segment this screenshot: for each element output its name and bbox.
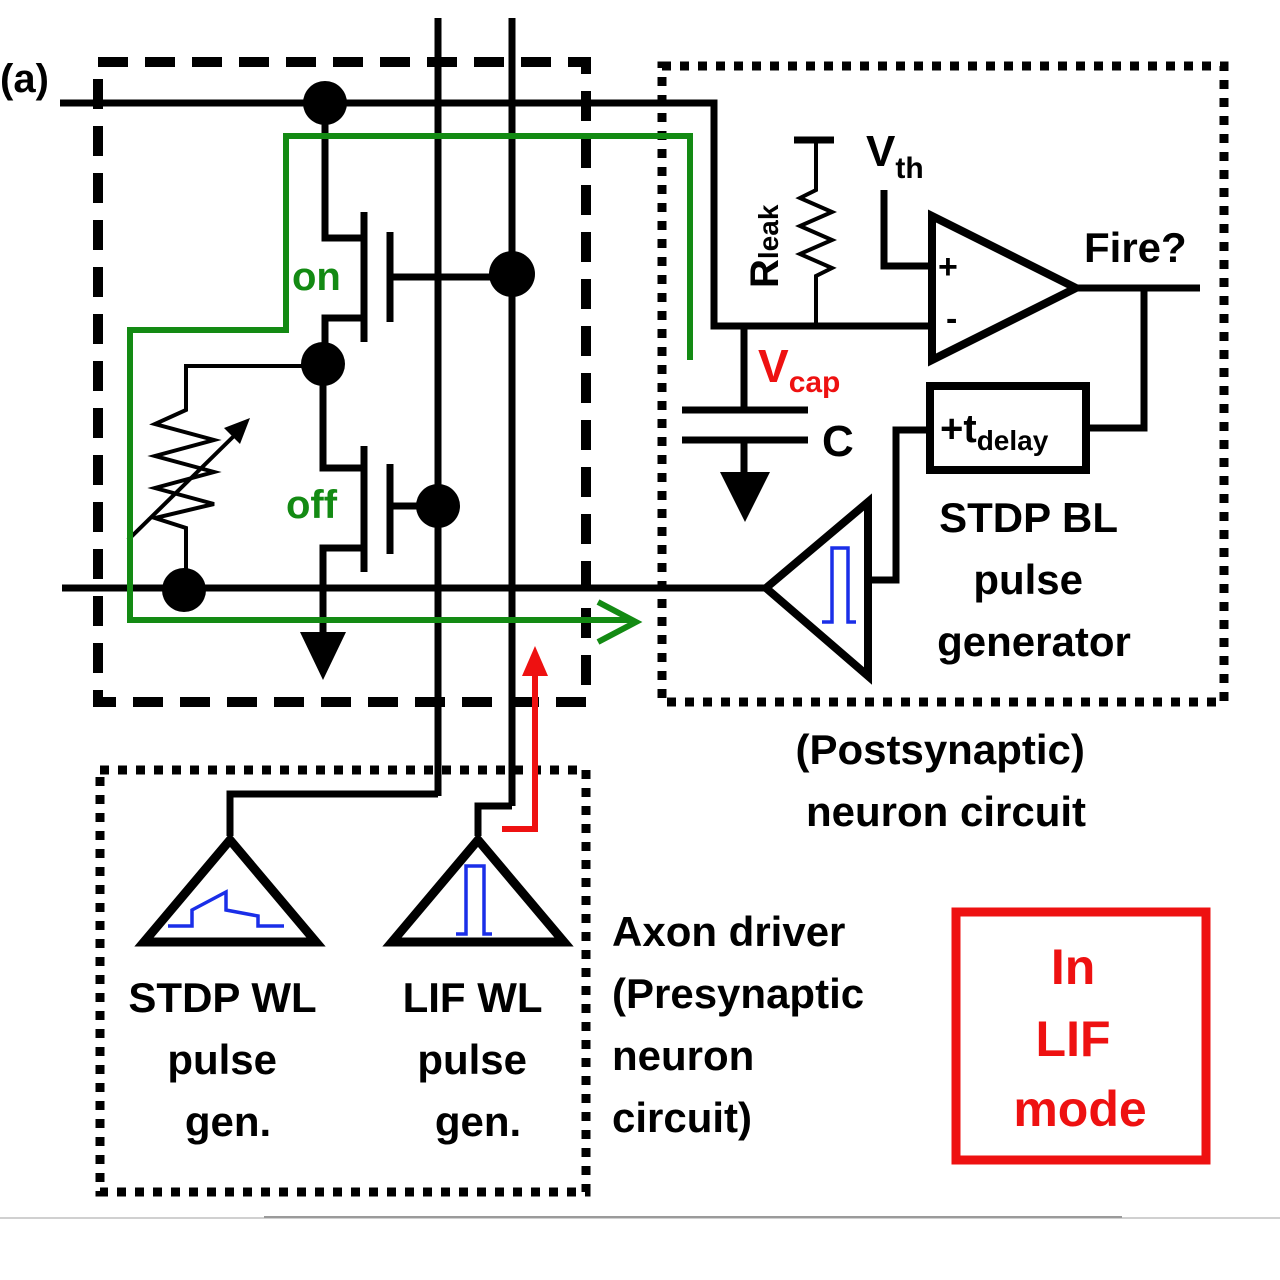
stdp-wl-pulse-generator bbox=[134, 833, 326, 947]
junction-dot bbox=[162, 568, 206, 612]
variable-resistor bbox=[126, 364, 323, 588]
off-transistor bbox=[300, 364, 438, 680]
lif-signal-path bbox=[502, 670, 538, 832]
leak-resistor bbox=[794, 136, 837, 326]
lif-pulse-shape-icon bbox=[456, 864, 492, 936]
v-th-label: Vth bbox=[866, 127, 924, 185]
axon-driver-box bbox=[95, 765, 591, 1197]
panel-label: (a) bbox=[0, 57, 49, 101]
on-label: on bbox=[292, 255, 341, 299]
delay-to-bl-wire bbox=[872, 426, 930, 584]
v-cap-label: Vcap bbox=[758, 340, 840, 399]
off-label: off bbox=[286, 483, 338, 527]
stdp-bl-pulse-generator bbox=[759, 493, 872, 685]
postsynaptic-neuron-box bbox=[657, 61, 1229, 707]
mode-box bbox=[951, 907, 1211, 1165]
lif-wl-pulse-generator bbox=[382, 833, 574, 947]
mode-label: In LIF mode bbox=[1013, 939, 1146, 1137]
stdp-bl-label: STDP BL pulse generator bbox=[937, 494, 1131, 665]
capacitor-ground-icon bbox=[720, 472, 770, 522]
feedback-wire bbox=[1090, 288, 1148, 432]
comparator-plus: + bbox=[938, 248, 958, 286]
capacitor bbox=[682, 326, 808, 522]
postsynaptic-caption: (Postsynaptic) neuron circuit bbox=[795, 726, 1096, 835]
delay-block bbox=[926, 382, 1090, 474]
capacitor-label: C bbox=[822, 417, 854, 466]
variable-arrow-icon bbox=[224, 418, 250, 444]
delay-label: +tdelay bbox=[940, 407, 1049, 456]
lif-wl-wire bbox=[474, 802, 512, 836]
lif-signal-arrow-icon bbox=[522, 646, 548, 676]
current-arrow-icon bbox=[596, 599, 643, 645]
vth-wire bbox=[880, 190, 934, 270]
current-path bbox=[127, 133, 693, 623]
stdp-wl-wire bbox=[226, 790, 438, 836]
axon-driver-caption: Axon driver (Presynaptic neuron circuit) bbox=[612, 908, 876, 1141]
comparator-minus: - bbox=[946, 300, 957, 338]
stdp-pulse-shape-icon bbox=[168, 889, 284, 928]
r-leak-label: Rleak bbox=[743, 204, 787, 288]
ground-arrow-icon bbox=[300, 632, 346, 680]
synapse-cell-box bbox=[93, 57, 591, 707]
stdp-wl-label: STDP WL pulse gen. bbox=[128, 974, 327, 1145]
lif-wl-label: LIF WL pulse gen. bbox=[403, 974, 554, 1145]
on-transistor bbox=[321, 103, 512, 364]
top-bit-line bbox=[60, 99, 928, 330]
square-pulse-icon bbox=[822, 546, 856, 624]
comparator bbox=[928, 209, 1085, 367]
fire-label: Fire? bbox=[1084, 224, 1187, 271]
